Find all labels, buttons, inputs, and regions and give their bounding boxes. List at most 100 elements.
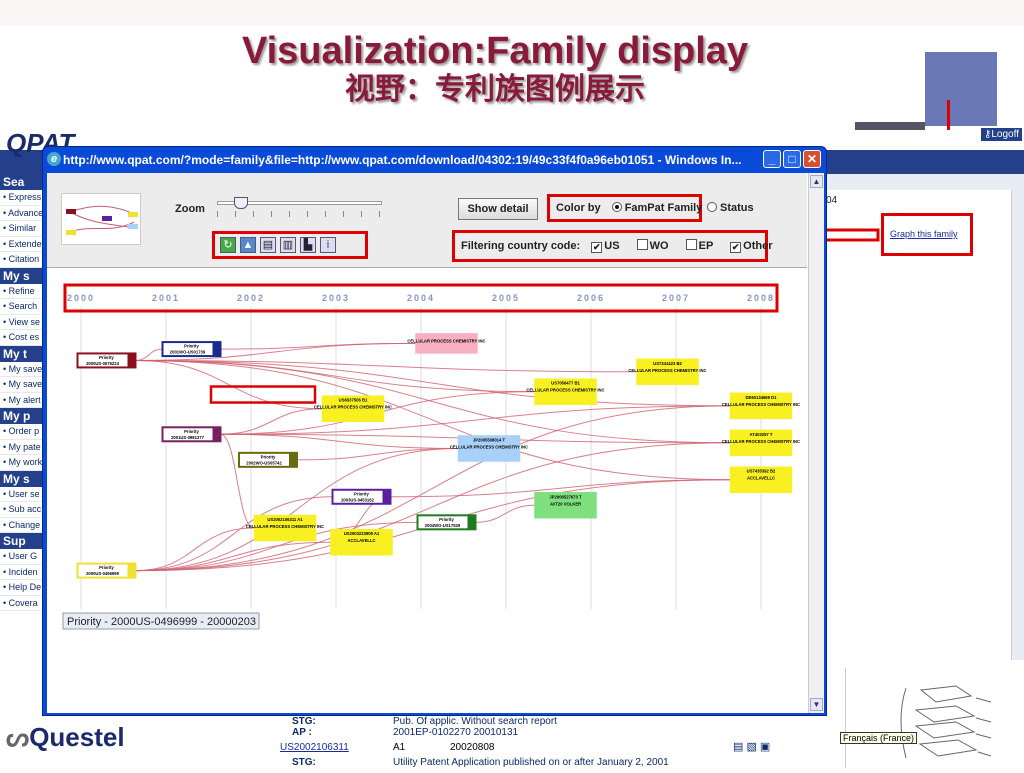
menu-item[interactable]: • Citation	[0, 252, 44, 268]
menu-item[interactable]: • My save	[0, 377, 44, 393]
export-image-icon[interactable]: ▲	[240, 237, 256, 253]
info-icon[interactable]: i	[320, 237, 336, 253]
filter-ep-checkbox[interactable]: EP	[672, 239, 713, 252]
scroll-down-icon[interactable]: ▼	[810, 698, 823, 711]
scroll-up-icon[interactable]: ▲	[810, 175, 823, 188]
graph-toolbar: Zoom ↻ ▲ ▤ ▥ ▙ i Show detail Color by Fa…	[47, 173, 807, 268]
show-detail-button[interactable]: Show detail	[458, 198, 538, 220]
close-button[interactable]: ✕	[803, 150, 821, 168]
menu-item[interactable]: • User se	[0, 487, 44, 502]
left-menu: Sea• Express• Advanced• Similar• Extende…	[0, 174, 44, 624]
menu-item[interactable]: • My work	[0, 455, 44, 471]
priority-node-tab	[467, 515, 476, 530]
right-panel-scrollbar[interactable]	[1011, 190, 1024, 660]
minimize-button[interactable]: _	[763, 150, 781, 168]
year-label: 2007	[662, 293, 690, 303]
menu-item[interactable]: • Covera	[0, 596, 44, 611]
family-link-line	[135, 527, 255, 572]
menu-item[interactable]: • View se	[0, 315, 44, 330]
document-actions-icon[interactable]: ▤ ▧ ▣	[733, 741, 771, 753]
questel-swirl-icon: ᔕ	[6, 722, 30, 752]
slide-subtitle: 视野：专利族图例展示	[345, 72, 645, 107]
stg2-value: Utility Patent Application published on …	[393, 757, 669, 768]
family-link-line	[220, 405, 731, 435]
family-link-line	[135, 359, 323, 410]
filter-label: Filtering country code:	[461, 240, 581, 252]
family-node	[729, 466, 793, 493]
node-label: US7241423 B2	[653, 361, 682, 366]
filter-other-checkbox[interactable]: ✔Other	[716, 240, 773, 253]
filter-other-label: Other	[743, 240, 773, 252]
zoom-slider-track[interactable]	[217, 201, 382, 205]
year-label: 2001	[152, 293, 180, 303]
menu-item[interactable]: • Order p	[0, 424, 44, 440]
decorative-strip	[855, 122, 925, 130]
questel-wordmark: Questel	[29, 722, 125, 752]
ap-value: 2001EP-0102270 20010131	[393, 727, 519, 738]
menu-item[interactable]: • Cost es	[0, 330, 44, 346]
logoff-link[interactable]: ⚷Logoff	[981, 128, 1022, 141]
patent-drawing-thumbnail[interactable]	[845, 668, 1010, 768]
year-label: 2005	[492, 293, 520, 303]
menu-item[interactable]: • Express	[0, 190, 44, 206]
checkbox-empty-icon	[636, 239, 648, 250]
status-option-label: Status	[720, 202, 754, 214]
questel-logo: ᔕQuestel	[6, 722, 125, 753]
document-icon[interactable]: ▤	[260, 237, 276, 253]
priority-node-tab	[382, 489, 391, 504]
menu-item[interactable]: • Sub acc	[0, 502, 44, 518]
menu-item[interactable]: • My alert	[0, 393, 44, 408]
family-link-line	[135, 496, 333, 572]
filter-us-checkbox[interactable]: ✔US	[583, 240, 620, 253]
graph-this-family-link[interactable]: Graph this family	[881, 213, 973, 256]
menu-section-header: My s	[0, 267, 44, 284]
family-link-line	[135, 359, 535, 393]
family-node	[534, 492, 597, 519]
family-link-line	[475, 504, 535, 523]
priority-node-tab	[212, 427, 221, 442]
year-label: 2004	[407, 293, 435, 303]
graph-overview-thumbnail[interactable]	[61, 193, 141, 245]
logoff-label: Logoff	[991, 129, 1019, 140]
family-node	[330, 528, 393, 556]
menu-item[interactable]: • Refine	[0, 284, 44, 299]
node-highlight-box	[209, 385, 317, 404]
decorative-red-line	[947, 100, 950, 130]
slide-top-band	[0, 0, 1024, 26]
menu-item[interactable]: • My pate	[0, 440, 44, 455]
window-title: http://www.qpat.com/?mode=family&file=ht…	[63, 153, 742, 167]
node-sublabel: ACCLAVELLC	[747, 476, 775, 481]
menu-item[interactable]: • Advanced	[0, 206, 44, 221]
key-icon: ⚷	[984, 129, 992, 140]
color-by-fampat-radio[interactable]: FamPat Family	[611, 202, 702, 214]
refresh-icon[interactable]: ↻	[220, 237, 236, 253]
node-sublabel: ACCLAVELLC	[347, 538, 375, 543]
menu-item[interactable]: • Extended	[0, 237, 44, 252]
family-link-line	[135, 359, 731, 481]
menu-item[interactable]: • My save	[0, 362, 44, 377]
node-sublabel: CELLULAR PROCESS CHEMISTRY INC	[722, 439, 800, 444]
priority-node-tab	[127, 353, 136, 368]
menu-item[interactable]: • Help De	[0, 580, 44, 596]
documents-icon[interactable]: ▥	[280, 237, 296, 253]
publication-link[interactable]: US2002106311	[280, 742, 349, 753]
family-link-line	[135, 359, 731, 444]
color-by-status-radio[interactable]: Status	[707, 202, 754, 214]
zoom-slider-handle[interactable]	[234, 197, 248, 209]
menu-item[interactable]: • User G	[0, 549, 44, 565]
menu-section-header: Sup	[0, 533, 44, 549]
menu-section-header: My t	[0, 345, 44, 362]
menu-item[interactable]: • Search	[0, 299, 44, 315]
family-node	[457, 435, 521, 462]
filter-wo-checkbox[interactable]: WO	[623, 239, 669, 252]
menu-item[interactable]: • Similar	[0, 221, 44, 237]
window-scrollbar[interactable]: ▲ ▼	[808, 173, 824, 713]
family-node	[253, 514, 317, 542]
maximize-button[interactable]: □	[783, 150, 801, 168]
menu-item[interactable]: • Inciden	[0, 565, 44, 580]
node-label: Priority	[439, 517, 454, 522]
print-icon[interactable]: ▙	[300, 237, 316, 253]
right-panel-text: 04	[826, 195, 838, 206]
menu-item[interactable]: • Change	[0, 518, 44, 533]
